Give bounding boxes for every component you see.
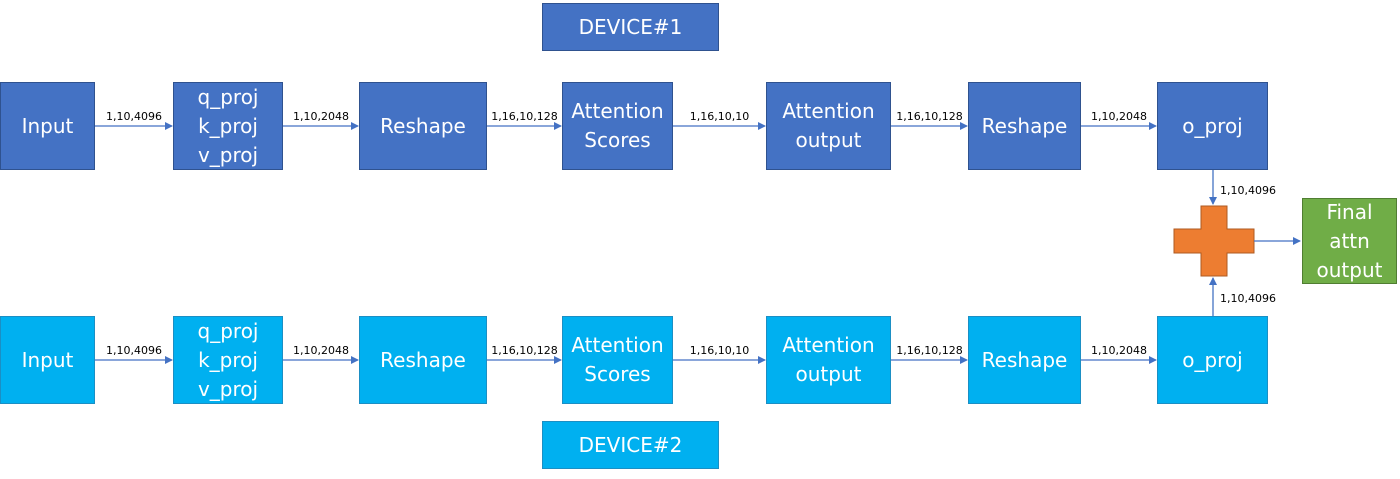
device1-edge-label-2: 1,10,2048: [293, 110, 349, 123]
device1-o-proj: o_proj: [1157, 82, 1268, 170]
device2-to-adder-label: 1,10,4096: [1220, 292, 1276, 305]
device1-input: Input: [0, 82, 95, 170]
final-attn-output: Final attn output: [1302, 198, 1397, 284]
device-label-2: DEVICE#2: [542, 421, 719, 469]
device1-attention-output-line: output: [795, 128, 862, 152]
device2-reshape-in: Reshape: [359, 316, 487, 404]
device2-attention-output-line: output: [795, 362, 862, 386]
device-label-1: DEVICE#1: [542, 3, 719, 51]
device2-o-proj: o_proj: [1157, 316, 1268, 404]
device1-edge-label-4: 1,16,10,10: [689, 110, 750, 123]
device1-attention-scores-line: Attention: [571, 99, 664, 123]
device2-edge-label-5: 1,16,10,128: [896, 344, 963, 357]
device2-qkv-proj-line: k_proj: [198, 347, 258, 372]
final-attn-output-line: Final: [1326, 199, 1373, 224]
device2-edge-label-3: 1,16,10,128: [491, 344, 558, 357]
device2-qkv-proj-line: q_proj: [197, 318, 259, 343]
device1-reshape-out-line: Reshape: [981, 113, 1068, 138]
device2-attention-scores-line: Attention: [571, 333, 664, 357]
device1-to-adder-label: 1,10,4096: [1220, 184, 1276, 197]
device2-qkv-proj-line: v_proj: [197, 376, 259, 401]
device1-edge-label-5: 1,16,10,128: [896, 110, 963, 123]
device1-qkv-proj-line: v_proj: [197, 142, 259, 167]
device1-reshape-out: Reshape: [968, 82, 1081, 170]
device1-qkv-proj-line: q_proj: [197, 84, 259, 109]
final-attn-output-line: attn: [1329, 228, 1370, 253]
device1-edge-label-3: 1,16,10,128: [491, 110, 558, 123]
device2-reshape-in-line: Reshape: [380, 347, 466, 372]
device1-edge-label-1: 1,10,4096: [106, 110, 162, 123]
device2-attention-output-line: Attention: [782, 333, 875, 357]
device2-qkv-proj: q_proj k_proj v_proj: [173, 316, 283, 404]
device2-edge-label-4: 1,16,10,10: [689, 344, 750, 357]
device1-reshape-in: Reshape: [359, 82, 487, 170]
final-attn-output-line: output: [1316, 257, 1383, 282]
device2-reshape-out-line: Reshape: [981, 347, 1068, 372]
device1-reshape-in-line: Reshape: [380, 113, 466, 138]
device2-edge-label-1: 1,10,4096: [106, 344, 162, 357]
device1-qkv-proj: q_proj k_proj v_proj: [173, 82, 283, 170]
device1-o-proj-line: o_proj: [1182, 113, 1243, 138]
device1-attention-scores-line: Scores: [584, 128, 651, 152]
plus-icon: [1173, 205, 1255, 277]
device1-attention-output-line: Attention: [782, 99, 875, 123]
device2-reshape-out: Reshape: [968, 316, 1081, 404]
device1-input-line: Input: [21, 113, 74, 138]
device2-input-line: Input: [21, 347, 74, 372]
device2-attention-output: Attention output: [766, 316, 891, 404]
device1-edge-label-6: 1,10,2048: [1091, 110, 1147, 123]
device1-qkv-proj-line: k_proj: [198, 113, 258, 138]
device2-edge-label-2: 1,10,2048: [293, 344, 349, 357]
device2-attention-scores-line: Scores: [584, 362, 651, 386]
device1-attention-output: Attention output: [766, 82, 891, 170]
device2-input: Input: [0, 316, 95, 404]
device2-edge-label-6: 1,10,2048: [1091, 344, 1147, 357]
device2-o-proj-line: o_proj: [1182, 347, 1243, 372]
